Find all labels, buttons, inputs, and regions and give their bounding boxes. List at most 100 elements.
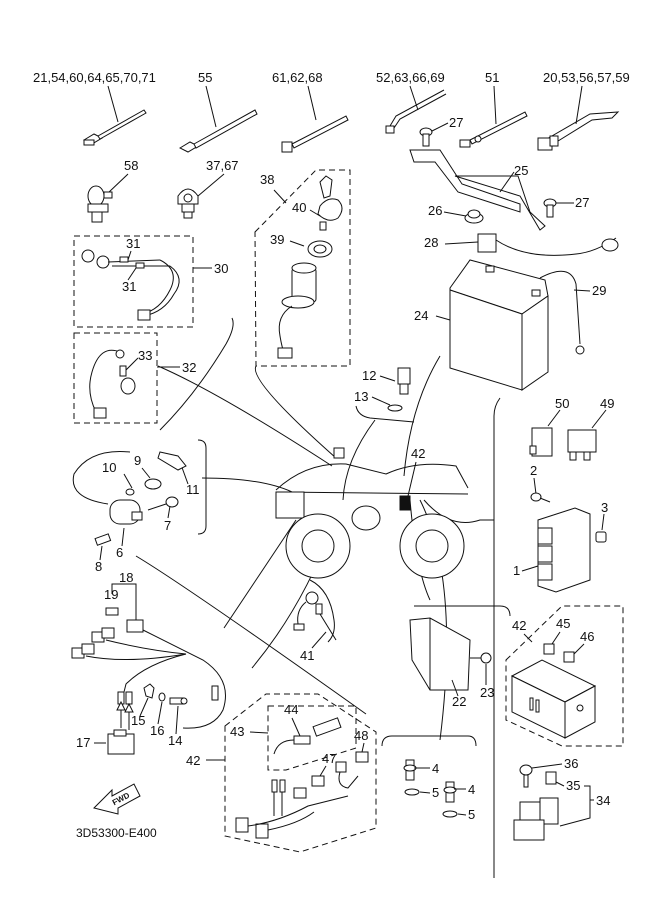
- callout-5-left: 5: [432, 785, 439, 800]
- switch-nut-icon: [307, 240, 333, 258]
- tie-group-1: 21,54,60,64,65,70,71: [33, 70, 156, 146]
- atv-illustration: 42: [275, 446, 469, 579]
- cable-tie-bent-icon: [385, 89, 447, 134]
- collar-icon: [94, 533, 112, 546]
- callout-tie-1: 21,54,60,64,65,70,71: [33, 70, 156, 85]
- callout-25: 25: [514, 163, 528, 178]
- callout-24: 24: [414, 308, 428, 323]
- battery-group: 28 24 29: [414, 233, 619, 391]
- callout-49: 49: [600, 396, 614, 411]
- callout-7: 7: [164, 518, 171, 533]
- callout-5-right: 5: [468, 807, 475, 822]
- callout-33: 33: [138, 348, 152, 363]
- switch-sensor-icon: [387, 367, 411, 412]
- callout-tie-4: 52,63,66,69: [376, 70, 445, 85]
- main-harness-group: 42 43 44 48 47: [186, 693, 377, 853]
- ignition-coil-group: 10 9 11 7 6 8: [72, 439, 207, 574]
- sub-harness-icon: [81, 249, 180, 321]
- callout-44: 44: [284, 702, 298, 717]
- callout-4-left: 4: [432, 761, 439, 776]
- callout-17: 17: [76, 735, 90, 750]
- callout-3: 3: [601, 500, 608, 515]
- battery-cable-icon: [477, 233, 619, 256]
- battery-bracket: 27 25 26 27: [409, 115, 589, 231]
- callout-4-right: 4: [468, 782, 475, 797]
- fwd-arrow-icon: [93, 783, 141, 815]
- callout-12: 12: [362, 368, 376, 383]
- callout-40: 40: [292, 200, 306, 215]
- lead-wire-icon: [89, 349, 136, 419]
- cable-tie-long-icon: [178, 109, 258, 153]
- callout-22: 22: [452, 694, 466, 709]
- cdi-group: 50 49 2 3 1: [513, 396, 614, 593]
- fuse-holder-icon: [126, 619, 144, 633]
- cable-tie-short-icon: [82, 109, 147, 146]
- callout-tie-5: 51: [485, 70, 499, 85]
- relay-49-icon: [567, 429, 597, 461]
- fuse-box-group: 42 45 46: [505, 605, 624, 747]
- sensor-12-13: 12 13: [354, 367, 415, 423]
- callout-45: 45: [556, 616, 570, 631]
- clamp-icon: [87, 185, 113, 223]
- damper-icon: [464, 209, 484, 224]
- callout-6: 6: [116, 545, 123, 560]
- sub-harness-43-icon: [273, 717, 342, 755]
- flasher-relay-icon: [107, 729, 135, 755]
- callout-32: 32: [182, 360, 196, 375]
- washer-16-icon: [158, 692, 166, 702]
- bolt-icon: [443, 781, 457, 803]
- switch-14-icon: [169, 697, 188, 705]
- tie-group-2: 55: [178, 70, 258, 153]
- tie-group-4: 52,63,66,69: [376, 70, 447, 134]
- callout-23: 23: [480, 685, 494, 700]
- callout-42-fusebox: 42: [512, 618, 526, 633]
- negative-cable-icon: [539, 270, 585, 355]
- callout-36: 36: [564, 756, 578, 771]
- bolt-icon: [147, 496, 179, 511]
- tie-group-5: 51: [459, 70, 528, 148]
- connector-48-icon: [355, 751, 369, 763]
- bolt-icon: [403, 759, 417, 781]
- tie-group-3: 61,62,68: [272, 70, 349, 153]
- callout-47: 47: [322, 751, 336, 766]
- callout-9: 9: [134, 453, 141, 468]
- callout-34: 34: [596, 793, 610, 808]
- callout-1: 1: [513, 563, 520, 578]
- callout-27-right: 27: [575, 195, 589, 210]
- callout-37-67: 37,67: [206, 158, 239, 173]
- bolt-icon: [543, 198, 557, 218]
- clamp-icon: [177, 188, 199, 219]
- callout-tie-2: 55: [198, 70, 212, 85]
- callout-15: 15: [131, 713, 145, 728]
- relay-50-icon: [529, 427, 553, 457]
- clamp-37-67: 37,67: [177, 158, 239, 219]
- key-icon: [317, 175, 343, 231]
- cable-tie-square-head-icon: [281, 115, 349, 153]
- plate-15-icon: [143, 683, 155, 699]
- main-switch-body-icon: [277, 262, 317, 359]
- callout-58: 58: [124, 158, 138, 173]
- callout-42-harness: 42: [186, 753, 200, 768]
- callout-30: 30: [214, 261, 228, 276]
- callout-31-bottom: 31: [122, 279, 136, 294]
- callout-28: 28: [424, 235, 438, 250]
- sub-harness-wires-icon: [71, 627, 226, 729]
- callout-43: 43: [230, 724, 244, 739]
- leader-lines: [135, 317, 511, 878]
- callout-tie-6: 20,53,56,57,59: [543, 70, 630, 85]
- bolt-icon: [470, 652, 492, 664]
- callout-26: 26: [428, 203, 442, 218]
- nut-icon: [595, 531, 607, 543]
- callout-8: 8: [95, 559, 102, 574]
- callout-41: 41: [300, 648, 314, 663]
- callout-29: 29: [592, 283, 606, 298]
- callout-2: 2: [530, 463, 537, 478]
- callout-18: 18: [119, 570, 133, 585]
- bolt-icon: [519, 764, 533, 788]
- ignition-coil-icon: [72, 450, 162, 525]
- callout-39: 39: [270, 232, 284, 247]
- callout-46: 46: [580, 629, 594, 644]
- connector-47-icon: [311, 775, 325, 787]
- battery-icon: [449, 259, 549, 391]
- rectifier-group: 22 23: [409, 617, 494, 709]
